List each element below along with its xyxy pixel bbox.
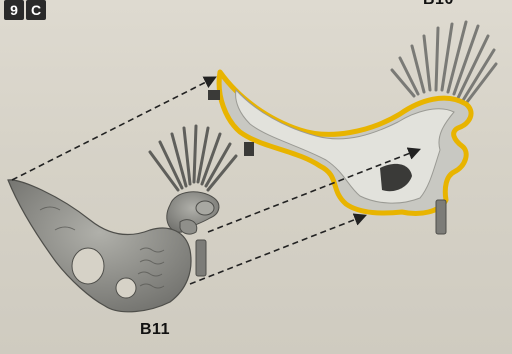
part-b10 (208, 22, 496, 234)
body-left (8, 180, 191, 312)
part-label-b10: B10 (423, 0, 454, 9)
peg-right-2 (244, 142, 254, 156)
peg-right-1 (208, 90, 220, 100)
part-b11 (8, 126, 236, 312)
crest-feathers-left (150, 126, 236, 190)
peg-right-3 (436, 200, 446, 234)
peg-left (196, 240, 206, 276)
dashed-arrow-icon (190, 216, 364, 284)
crest-feathers-right (392, 22, 496, 106)
beak-left (180, 220, 197, 234)
part-label-b11: B11 (140, 321, 170, 339)
